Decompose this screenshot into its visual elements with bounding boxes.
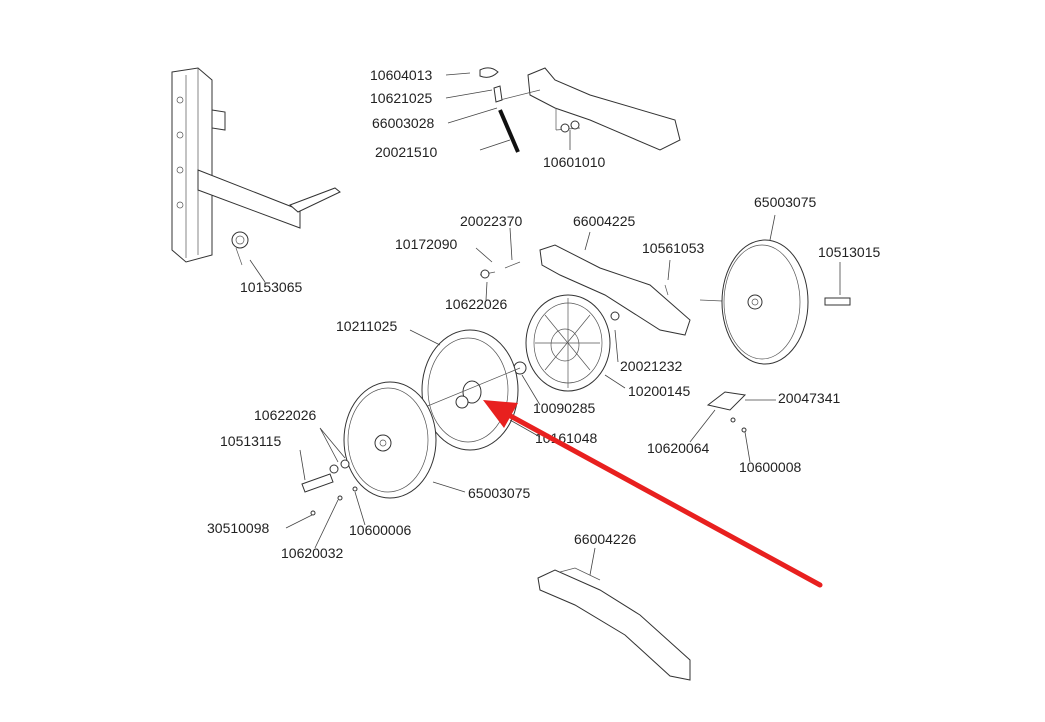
right-wheel-part bbox=[721, 239, 809, 365]
part-label: 10620064 bbox=[647, 440, 710, 456]
part-label: 10621025 bbox=[370, 90, 433, 106]
part-label: 10211025 bbox=[336, 318, 397, 334]
part-label: 10600008 bbox=[739, 459, 802, 475]
red-arrow-annotation bbox=[483, 400, 823, 588]
bottom-arm-part bbox=[537, 567, 691, 681]
part-label: 20021510 bbox=[375, 144, 438, 160]
left-wheel-part bbox=[301, 381, 437, 516]
top-arm-part bbox=[479, 67, 681, 153]
part-label: 65003075 bbox=[754, 194, 817, 210]
part-label: 10622026 bbox=[445, 296, 508, 312]
part-label: 66004225 bbox=[573, 213, 636, 229]
middle-tire-part bbox=[344, 329, 521, 451]
part-label: 10153065 bbox=[240, 279, 303, 295]
part-label: 30510098 bbox=[207, 520, 270, 536]
part-label: 10161048 bbox=[535, 430, 598, 446]
part-label: 10620032 bbox=[281, 545, 344, 561]
part-label: 10513115 bbox=[220, 433, 281, 449]
part-label: 20047341 bbox=[778, 390, 841, 406]
part-label: 10172090 bbox=[395, 236, 458, 252]
part-label: 10090285 bbox=[533, 400, 596, 416]
part-label: 10561053 bbox=[642, 240, 705, 256]
hub-disk-part bbox=[513, 294, 620, 392]
part-label: 10513015 bbox=[818, 244, 881, 260]
part-label: 10600006 bbox=[349, 522, 412, 538]
part-label: 66004226 bbox=[574, 531, 637, 547]
bracket-part bbox=[706, 391, 747, 433]
part-labels: 10604013 10621025 66003028 20021510 1060… bbox=[207, 67, 881, 561]
leader-lines bbox=[249, 72, 841, 576]
part-label: 66003028 bbox=[372, 115, 435, 131]
part-label: 20022370 bbox=[460, 213, 523, 229]
part-label: 10622026 bbox=[254, 407, 317, 423]
middle-arm-part bbox=[479, 244, 851, 336]
spring-part bbox=[231, 231, 249, 266]
part-label: 10604013 bbox=[370, 67, 433, 83]
frame-part bbox=[171, 67, 341, 263]
part-label: 10200145 bbox=[628, 383, 691, 399]
part-label: 65003075 bbox=[468, 485, 531, 501]
part-label: 10601010 bbox=[543, 154, 606, 170]
part-label: 20021232 bbox=[620, 358, 683, 374]
